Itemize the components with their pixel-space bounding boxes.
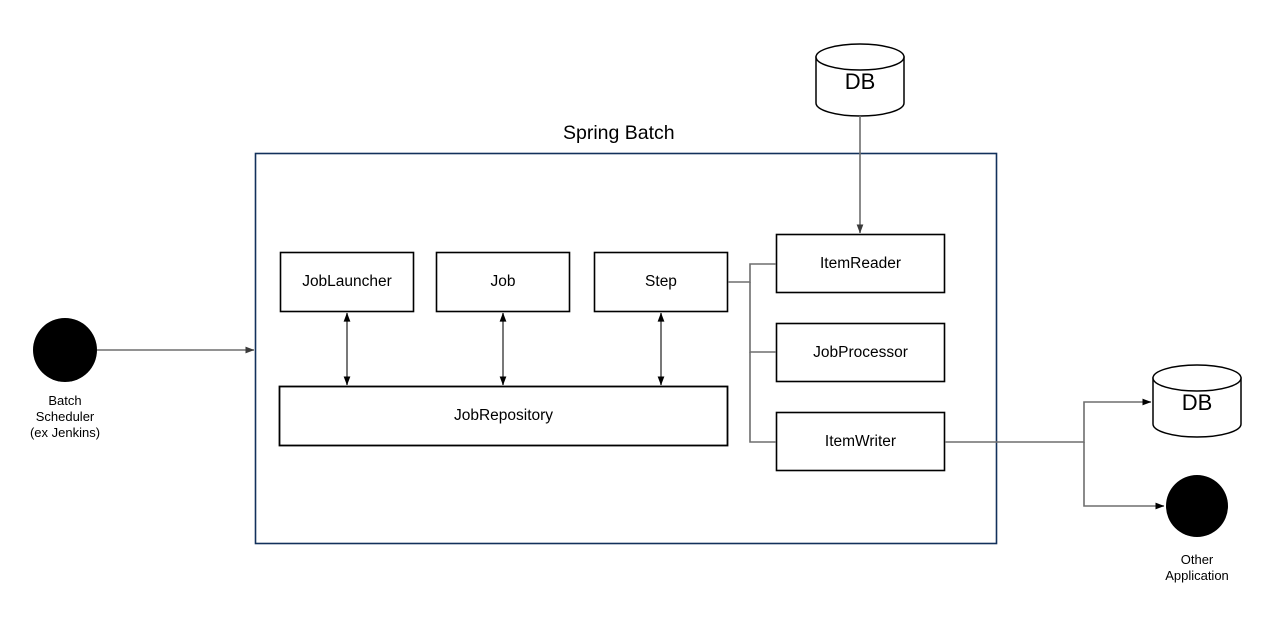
source-db-node[interactable]: [816, 44, 904, 116]
job-node[interactable]: [436, 252, 570, 312]
batch-scheduler-circle[interactable]: [33, 318, 97, 382]
step-node[interactable]: [594, 252, 728, 312]
job-box[interactable]: [435, 251, 571, 313]
job-processor-node[interactable]: [776, 323, 945, 382]
other-application-node[interactable]: [1166, 475, 1228, 537]
other-application-circle[interactable]: [1166, 475, 1228, 537]
spring-batch-container-outline: [254, 152, 998, 545]
job-repository-node[interactable]: [279, 386, 728, 446]
item-writer-node[interactable]: [776, 412, 945, 471]
connector-item-writer-to-target-db: [945, 398, 1152, 443]
item-reader-node[interactable]: [776, 234, 945, 293]
job-launcher-node[interactable]: [280, 252, 414, 312]
source-db-cylinder[interactable]: [815, 43, 905, 117]
item-writer-box[interactable]: [775, 411, 946, 472]
step-box[interactable]: [593, 251, 729, 313]
target-db-cylinder[interactable]: [1152, 364, 1242, 438]
connector-step-to-item-reader: [728, 263, 776, 283]
job-launcher-box[interactable]: [279, 251, 415, 313]
connector-step-to-job-processor: [749, 282, 776, 353]
page-title: Spring Batch: [563, 122, 675, 144]
batch-scheduler-node[interactable]: [33, 318, 97, 382]
connector-step-to-item-writer: [749, 352, 776, 443]
job-processor-box[interactable]: [775, 322, 946, 383]
item-reader-box[interactable]: [775, 233, 946, 294]
target-db-node[interactable]: [1153, 365, 1241, 437]
job-repository-box[interactable]: [278, 385, 729, 447]
connector-item-writer-to-other-app: [1083, 442, 1165, 510]
